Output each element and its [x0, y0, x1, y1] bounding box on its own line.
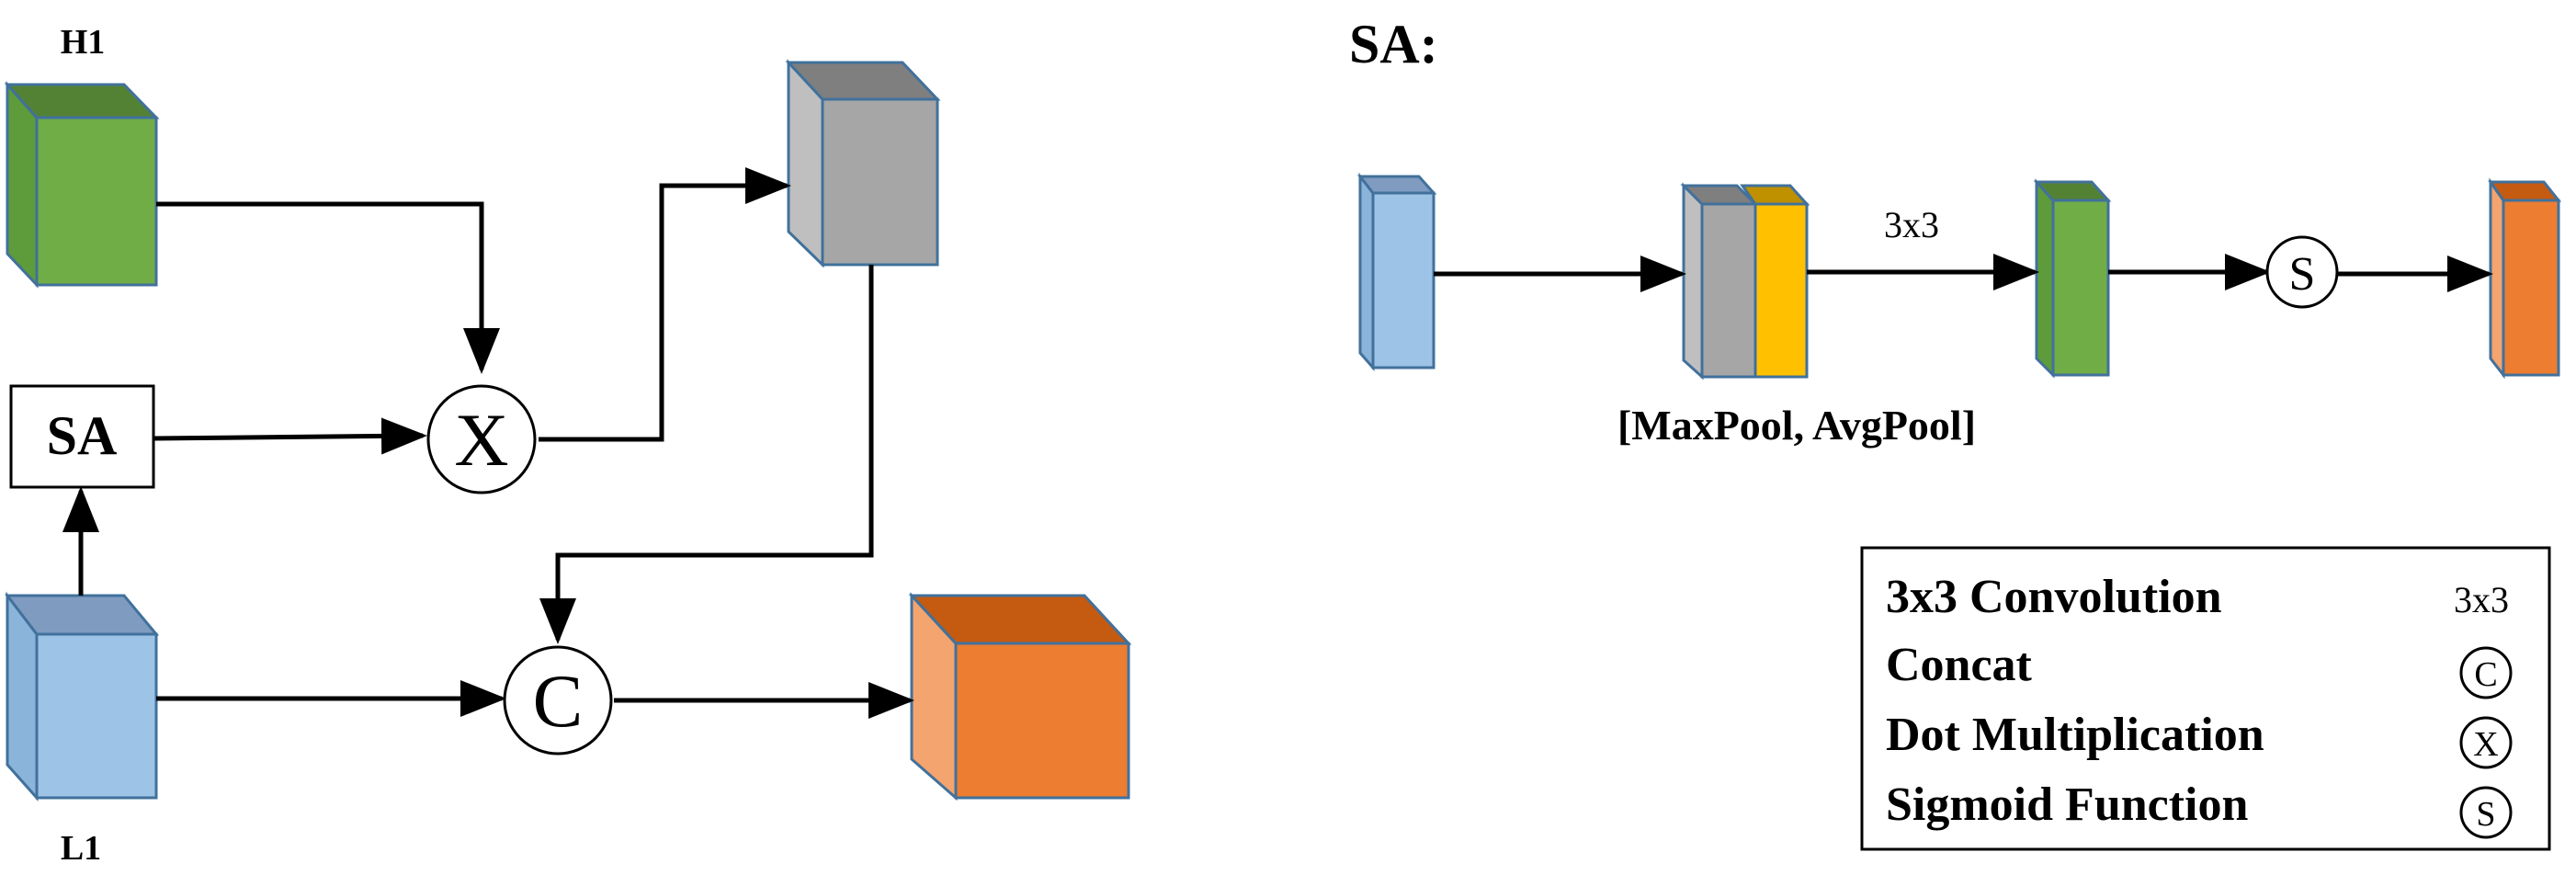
- h1-label: H1: [61, 23, 106, 62]
- legend-sigmoid-label: Sigmoid Function: [1886, 778, 2248, 831]
- legend: 3x3 Convolution 3x3 Concat C Dot Multipl…: [1860, 546, 2551, 851]
- multiply-symbol: X: [454, 398, 508, 482]
- conv-label: 3x3: [1884, 204, 1939, 245]
- pool-caption: [MaxPool, AvgPool]: [1617, 402, 1976, 449]
- l1-feature-cube: [4, 591, 160, 801]
- concat-operator: C: [503, 645, 613, 756]
- pooled-slabs: [1680, 182, 1810, 381]
- sa-block-label: SA: [47, 405, 118, 466]
- sa-conv-slab: [2033, 178, 2112, 379]
- sa-title: SA:: [1349, 14, 1438, 74]
- multiply-operator: X: [426, 384, 537, 494]
- legend-concat-symbol: C: [2474, 655, 2497, 694]
- attention-output-cube: [785, 59, 941, 268]
- sigmoid-symbol: S: [2289, 248, 2316, 301]
- concat-symbol: C: [533, 659, 584, 743]
- legend-concat-label: Concat: [1886, 639, 2033, 691]
- sigmoid-operator: S: [2265, 235, 2339, 309]
- sa-connectors: [1434, 254, 2493, 292]
- left-connectors: [62, 167, 914, 719]
- legend-dot-label: Dot Multiplication: [1886, 709, 2264, 761]
- legend-conv-symbol: 3x3: [2454, 579, 2509, 620]
- output-feature-cube: [908, 592, 1132, 801]
- sa-block: SA: [9, 384, 155, 489]
- legend-sigmoid-symbol: S: [2476, 795, 2495, 834]
- sa-input-slab: [1356, 172, 1437, 371]
- legend-dot-symbol: X: [2473, 725, 2498, 764]
- legend-conv-label: 3x3 Convolution: [1886, 571, 2222, 623]
- h1-feature-cube: [4, 81, 160, 289]
- sa-output-slab: [2488, 177, 2562, 380]
- l1-label: L1: [61, 829, 101, 868]
